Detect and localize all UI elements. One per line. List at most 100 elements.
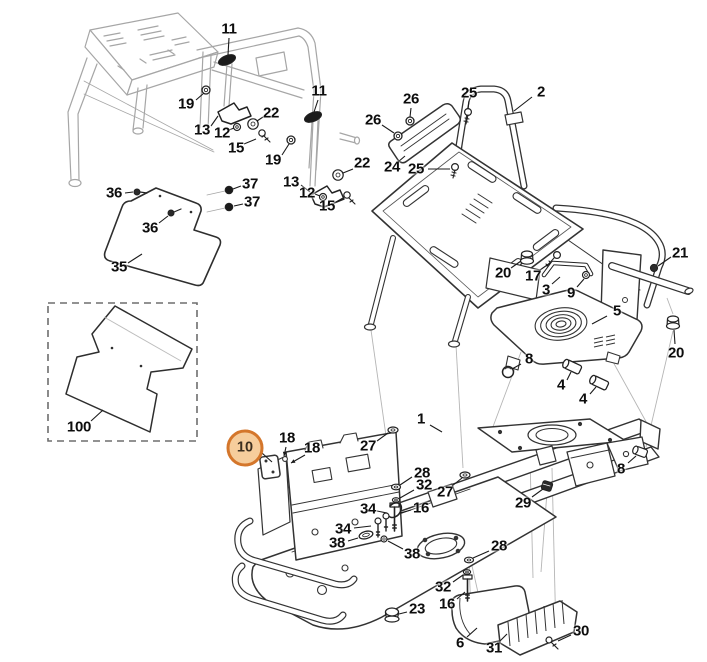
part-label-16: 16	[438, 595, 456, 613]
leader-line-19	[281, 143, 290, 156]
part-label-8: 8	[524, 350, 534, 368]
part-label-15: 15	[227, 139, 245, 157]
leader-line-23	[398, 611, 408, 615]
part-label-36: 36	[141, 219, 159, 237]
part-label-9: 9	[566, 284, 576, 302]
part-label-30: 30	[572, 622, 590, 640]
leader-line-37	[232, 185, 242, 190]
leader-line-28	[399, 476, 413, 486]
part-label-21: 21	[671, 244, 689, 262]
leader-line-5	[591, 315, 608, 325]
leader-line-36	[158, 215, 169, 224]
part-label-20: 20	[667, 344, 685, 362]
part-label-22: 22	[353, 154, 371, 172]
leader-line-13	[210, 115, 219, 127]
leader-line-27	[451, 477, 463, 487]
part-label-20: 20	[494, 264, 512, 282]
panel-35-drawing	[103, 187, 222, 287]
part-label-28: 28	[490, 537, 508, 555]
leader-line-19	[195, 92, 205, 101]
leader-line-20	[510, 260, 522, 269]
part-label-12: 12	[298, 184, 316, 202]
part-label-26: 26	[364, 111, 382, 129]
part-label-34: 34	[359, 500, 377, 518]
leader-line-17	[539, 262, 551, 271]
part-label-24: 24	[383, 158, 401, 176]
plate-18-drawing	[259, 454, 288, 480]
part-label-6: 6	[455, 634, 465, 652]
part-label-29: 29	[514, 494, 532, 512]
part-label-35: 35	[110, 258, 128, 276]
guard-6-31-drawing	[450, 585, 578, 656]
leader-line-8	[511, 363, 522, 370]
leader-line-36	[124, 191, 134, 194]
part-label-4: 4	[556, 376, 566, 394]
part-label-5: 5	[612, 302, 622, 320]
part-label-13: 13	[193, 121, 211, 139]
part-label-17: 17	[524, 267, 542, 285]
part-label-13: 13	[282, 173, 300, 191]
part-label-16: 16	[412, 499, 430, 517]
leader-line-15	[243, 138, 257, 145]
leader-line-12	[314, 193, 321, 197]
leader-line-37	[233, 203, 244, 207]
hardware-parts	[133, 54, 681, 650]
leader-line-26	[381, 124, 395, 134]
leader-line-10	[261, 452, 273, 463]
leader-line-4	[566, 371, 572, 381]
leader-line-32	[399, 489, 415, 499]
leader-line-34	[353, 525, 372, 529]
part-label-19: 19	[264, 151, 282, 169]
leader-line-31	[499, 633, 508, 642]
leader-line-1	[429, 424, 443, 433]
leader-line-34	[376, 510, 388, 514]
part-label-4: 4	[578, 390, 588, 408]
leader-line-32	[452, 574, 464, 583]
part-label-22: 22	[262, 104, 280, 122]
part-label-37: 37	[243, 193, 261, 211]
leader-line-8	[627, 455, 637, 464]
part-label-37: 37	[241, 175, 259, 193]
leader-line-21	[657, 256, 672, 267]
leader-line-16	[399, 509, 412, 514]
part-label-27: 27	[359, 437, 377, 455]
leader-line-26	[409, 107, 412, 118]
part-label-1: 1	[416, 410, 426, 428]
leader-line-24	[397, 155, 406, 163]
leader-line-38	[347, 537, 359, 542]
ghost-seat-assembly	[67, 12, 219, 188]
part-label-100: 100	[66, 418, 92, 436]
part-label-23: 23	[408, 600, 426, 618]
part-label-15: 15	[318, 197, 336, 215]
part-label-32: 32	[415, 476, 433, 494]
leader-line-9	[576, 278, 585, 288]
part-label-12: 12	[213, 124, 231, 142]
leader-line-27	[376, 432, 389, 442]
part-label-34: 34	[334, 520, 352, 538]
part-label-highlighted-10[interactable]: 10	[226, 429, 264, 467]
leader-line-100	[90, 409, 104, 422]
leader-line-3	[551, 276, 561, 285]
leader-line-22	[256, 116, 264, 122]
part-label-27: 27	[436, 483, 454, 501]
part-label-2: 2	[536, 83, 546, 101]
dashed-box	[47, 302, 198, 442]
part-label-31: 31	[485, 639, 503, 657]
leader-line-25	[467, 100, 470, 110]
frame-2-drawing	[363, 85, 694, 348]
leader-line-16	[456, 591, 466, 600]
part-label-3: 3	[541, 281, 551, 299]
leader-line-12	[228, 127, 235, 131]
part-label-18: 18	[278, 429, 296, 447]
leader-arrowhead	[282, 451, 287, 456]
leader-line-2	[513, 96, 533, 112]
part-label-8: 8	[616, 460, 626, 478]
part-label-11: 11	[221, 20, 237, 38]
part-label-32: 32	[434, 578, 452, 596]
leader-line-35	[127, 253, 143, 264]
part-label-18: 18	[303, 439, 321, 457]
leader-arrowhead	[291, 459, 296, 463]
